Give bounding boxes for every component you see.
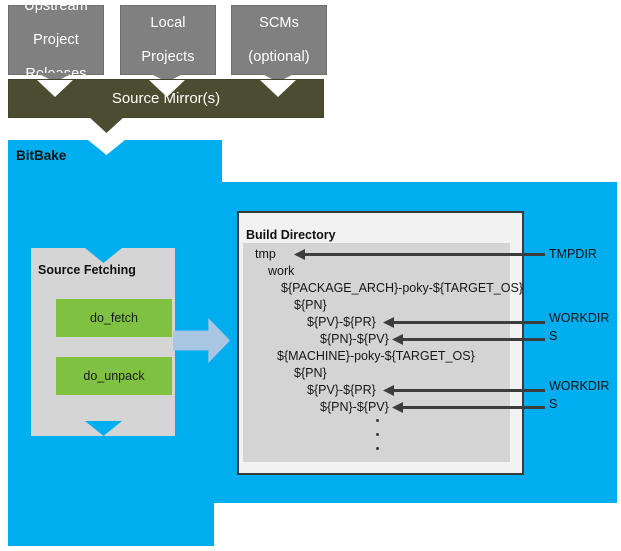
annotation-label-workdir-2: WORKDIR — [549, 379, 610, 393]
task-label: do_unpack — [83, 369, 145, 383]
tree-ellipsis-dot — [376, 419, 379, 422]
source-box-label: Local Projects — [141, 14, 195, 65]
annotation-line-s-2 — [403, 406, 545, 409]
build-directory-tree-area — [243, 243, 510, 462]
source-box-label: SCMs (optional) — [248, 14, 310, 65]
tree-item-pn-2[interactable]: ${PN} — [294, 366, 327, 380]
annotation-label-s-2: S — [549, 397, 558, 411]
tree-item-pv-pr-1[interactable]: ${PV}-${PR} — [307, 315, 376, 329]
task-do-fetch[interactable]: do_fetch — [56, 299, 172, 337]
source-box-label: Upstream Project Releases — [24, 0, 88, 82]
tree-item-pn-pv-1[interactable]: ${PN}-${PV} — [320, 332, 389, 346]
annotation-arrowhead-s-1 — [392, 334, 403, 345]
tree-item-package-arch[interactable]: ${PACKAGE_ARCH}-poky-${TARGET_OS} — [281, 281, 523, 295]
tree-ellipsis-dot — [376, 433, 379, 436]
tree-item-work[interactable]: work — [268, 264, 295, 278]
annotation-arrowhead-workdir-1 — [383, 317, 394, 328]
tree-item-pv-pr-2[interactable]: ${PV}-${PR} — [307, 383, 376, 397]
upstream-tail-chevron — [37, 73, 73, 82]
source-fetching-title: Source Fetching — [38, 263, 136, 277]
annotation-label-tmpdir: TMPDIR — [549, 247, 597, 261]
scms-tail-chevron — [260, 73, 296, 82]
annotation-label-workdir-1: WORKDIR — [549, 311, 610, 325]
tree-item-tmp[interactable]: tmp — [255, 247, 276, 261]
source-box-local-projects[interactable]: Local Projects — [120, 5, 216, 75]
tree-item-machine[interactable]: ${MACHINE}-poky-${TARGET_OS} — [277, 349, 475, 363]
tree-item-pn-pv-2[interactable]: ${PN}-${PV} — [320, 400, 389, 414]
bitbake-label: BitBake — [16, 148, 67, 163]
annotation-label-s-1: S — [549, 329, 558, 343]
annotation-arrowhead-tmpdir — [294, 249, 305, 260]
annotation-arrowhead-s-2 — [392, 402, 403, 413]
build-directory-title: Build Directory — [246, 228, 336, 242]
mirror-output-arrow — [88, 116, 125, 133]
annotation-line-workdir-1 — [394, 321, 545, 324]
task-label: do_fetch — [90, 311, 138, 325]
local-projects-tail-chevron — [149, 73, 185, 82]
annotation-line-s-1 — [403, 338, 545, 341]
task-do-unpack[interactable]: do_unpack — [56, 357, 172, 395]
bitbake-region-bottom-left — [8, 502, 214, 546]
tree-ellipsis-dot — [376, 447, 379, 450]
tree-item-pn-1[interactable]: ${PN} — [294, 298, 327, 312]
annotation-line-tmpdir — [305, 253, 545, 256]
annotation-line-workdir-2 — [394, 389, 545, 392]
annotation-arrowhead-workdir-2 — [383, 385, 394, 396]
source-fetching-panel — [31, 248, 175, 436]
source-mirrors-label: Source Mirror(s) — [111, 90, 221, 107]
source-box-upstream-project-releases[interactable]: Upstream Project Releases — [8, 0, 104, 82]
source-box-scms-optional[interactable]: SCMs (optional) — [231, 5, 327, 75]
